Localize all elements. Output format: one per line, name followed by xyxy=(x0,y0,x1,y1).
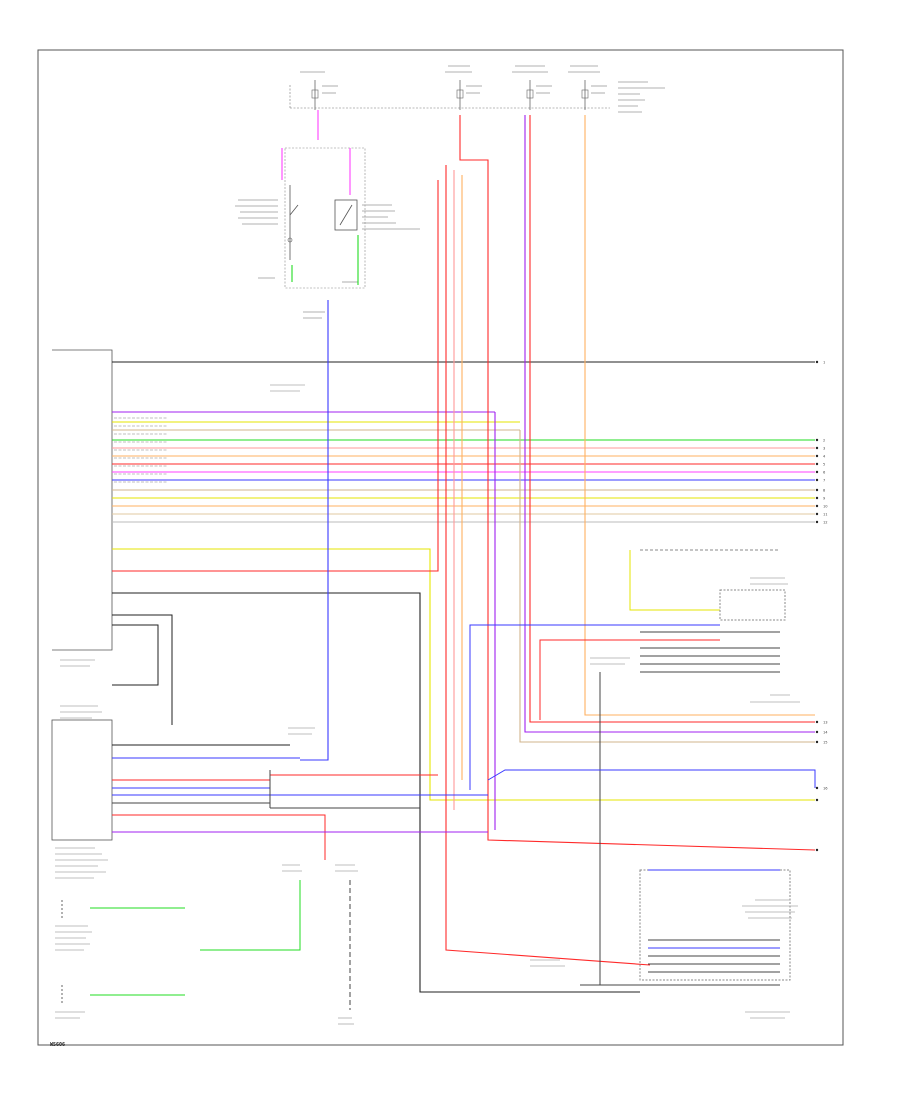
connector-label-2: 2 xyxy=(823,439,825,443)
wire-red-drop xyxy=(112,180,439,572)
connector-label-15: 15 xyxy=(823,741,828,745)
connector-label-7: 7 xyxy=(823,479,825,483)
fuse-1 xyxy=(311,80,319,110)
right-switch-group xyxy=(469,549,816,985)
connector-label-8: 8 xyxy=(823,489,826,493)
connector-label-5: 5 xyxy=(823,463,825,467)
connector-label-16: 16 xyxy=(823,787,828,791)
right-terminals xyxy=(815,360,819,852)
wire-orange-fuse4 xyxy=(584,115,815,716)
wire-blue-relay xyxy=(300,300,329,761)
wire-red-fuse2b xyxy=(445,165,651,966)
fuse-labels xyxy=(300,65,665,113)
wire-blue-lower xyxy=(487,769,816,788)
connector-label-12: 12 xyxy=(823,521,828,525)
fuse-drops xyxy=(281,110,816,966)
connector-label-14: 14 xyxy=(823,731,828,735)
control-module-box xyxy=(52,349,168,651)
fuse-4 xyxy=(581,80,589,110)
wire-red-fuse3 xyxy=(529,115,815,723)
connector-label-6: 6 xyxy=(823,471,826,475)
fuse-bus xyxy=(289,65,665,113)
wire-yellow-switch xyxy=(629,550,720,611)
connector-label-4: 4 xyxy=(823,455,826,459)
module-harness xyxy=(112,180,815,993)
label-placeholders xyxy=(55,384,800,1025)
connector-label-10: 10 xyxy=(823,505,828,509)
connector-label-1: 1 xyxy=(823,361,825,365)
wire-green-lower2 xyxy=(200,880,301,951)
lower-right-module xyxy=(580,869,791,986)
wire-yellow-drop xyxy=(112,548,815,801)
connector-label-9: 9 xyxy=(823,497,826,501)
wire-violet-fuse3 xyxy=(524,115,815,733)
wire-tan-drop xyxy=(519,430,815,743)
transmission-relay-box xyxy=(235,147,420,319)
wire-blue-2 xyxy=(469,624,720,790)
wire-red-lower xyxy=(112,774,438,781)
connector-label-3: 3 xyxy=(823,447,825,451)
connector-label-11: 11 xyxy=(823,513,828,517)
fuse-3 xyxy=(526,80,534,110)
wire-black-frame xyxy=(112,592,640,993)
image-ref: W5606 xyxy=(50,1042,65,1048)
lower-left-modules xyxy=(51,614,488,1010)
fuse-2 xyxy=(456,80,464,110)
wire-red-2 xyxy=(539,639,720,720)
connector-label-13: 13 xyxy=(823,721,828,725)
wire-red-fuse2 xyxy=(459,115,816,851)
diagram-frame xyxy=(37,49,844,1046)
